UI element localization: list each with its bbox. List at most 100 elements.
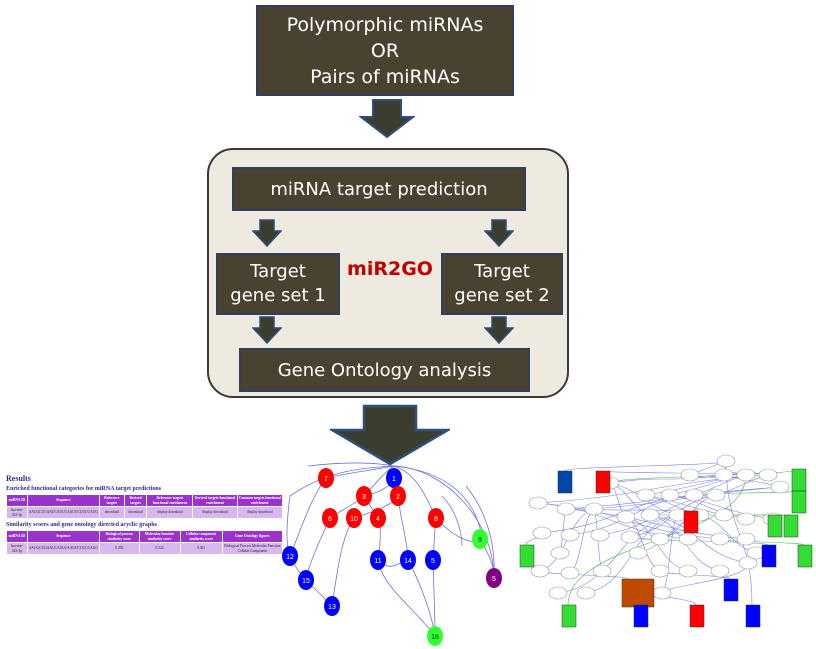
graph-node bbox=[282, 546, 298, 566]
go-term-node bbox=[684, 488, 704, 502]
go-dag-nodes bbox=[519, 454, 813, 628]
go-highlight-node bbox=[767, 514, 783, 538]
enrichment-table: miRNA ID Sequence Reference targets Deri… bbox=[6, 494, 284, 519]
table2-cell: 0.324 bbox=[138, 542, 181, 555]
table1-cell: AAUGCUGAAUCAUUCAAUUCUUUCAUG bbox=[26, 506, 100, 519]
gene-ontology-analysis-box: Gene Ontology analysis bbox=[239, 348, 530, 392]
graph-node bbox=[346, 508, 362, 528]
graph-node bbox=[428, 508, 444, 528]
go-term-node bbox=[530, 564, 550, 578]
right-arrow-to-set2 bbox=[484, 219, 514, 247]
go-highlight-node bbox=[595, 470, 611, 494]
graph-node-label: 7 bbox=[324, 476, 328, 483]
go-term-node bbox=[616, 510, 636, 524]
graph-node-label: 1 bbox=[392, 476, 396, 483]
graph-node bbox=[486, 568, 502, 588]
graph-node bbox=[324, 596, 340, 616]
go-term-node bbox=[620, 530, 640, 544]
graph-node bbox=[400, 550, 416, 570]
table2-cell: 0.350 bbox=[98, 542, 140, 555]
graph-node-label: 11 bbox=[374, 558, 381, 565]
set1-line-1: Target bbox=[250, 261, 306, 282]
table2-header: miRNA ID bbox=[6, 530, 28, 543]
right-arrow-to-go bbox=[484, 316, 514, 344]
go-highlight-node bbox=[557, 470, 573, 494]
table1-header: Derived targets bbox=[123, 494, 148, 507]
graph-node bbox=[472, 529, 488, 549]
go-highlight-node bbox=[797, 544, 813, 568]
go-term-node bbox=[548, 586, 568, 600]
go-term-node bbox=[710, 564, 730, 578]
go-figure-links[interactable]: Biological Process Molecular Function Ce… bbox=[221, 542, 284, 555]
go-highlight-node bbox=[621, 578, 655, 608]
graph-node-label: 15 bbox=[302, 578, 310, 585]
go-highlight-node bbox=[633, 604, 649, 628]
go-term-node bbox=[714, 468, 734, 482]
go-term-node bbox=[758, 468, 778, 482]
go-term-node bbox=[736, 468, 756, 482]
graph-node-label: 4 bbox=[376, 516, 380, 523]
go-term-node bbox=[650, 532, 670, 546]
go-term-node bbox=[592, 564, 612, 578]
table1-header: Derived targets functional enrichment bbox=[192, 494, 238, 507]
input-box: Polymorphic miRNAs OR Pairs of miRNAs bbox=[256, 5, 514, 96]
go-highlight-node bbox=[745, 604, 761, 628]
target-prediction-label: miRNA target prediction bbox=[270, 178, 488, 200]
go-term-node bbox=[532, 526, 552, 540]
go-edge bbox=[557, 514, 679, 594]
display-download-link[interactable]: display download bbox=[192, 506, 238, 519]
table2-header: Gene Ontology figures bbox=[221, 530, 284, 543]
target-prediction-box: miRNA target prediction bbox=[232, 167, 526, 211]
graph-node bbox=[298, 570, 314, 590]
go-edge bbox=[669, 494, 773, 520]
go-highlight-node bbox=[683, 510, 699, 534]
table2-header: Sequence bbox=[26, 530, 100, 543]
graph-node bbox=[370, 508, 386, 528]
go-highlight-node bbox=[791, 490, 807, 514]
go-highlight-node bbox=[783, 514, 799, 538]
go-highlight-node bbox=[761, 544, 777, 568]
go-term-node bbox=[710, 532, 730, 546]
go-term-node bbox=[628, 546, 648, 560]
table-row: hsa-mir-323-3p AAUGCUGAAUCAUUCAAUUCUUUCA… bbox=[6, 506, 284, 519]
go-highlight-node bbox=[723, 578, 739, 602]
go-edge bbox=[563, 460, 727, 472]
table2-header: Cellular component similarity score bbox=[179, 530, 223, 543]
input-line-3: Pairs of miRNAs bbox=[310, 65, 460, 88]
go-term-node bbox=[678, 532, 698, 546]
display-download-link[interactable]: display download bbox=[146, 506, 194, 519]
input-line-2: OR bbox=[370, 39, 400, 62]
graph-node-label: 16 bbox=[431, 634, 439, 641]
target-gene-set-2-box: Target gene set 2 bbox=[441, 253, 563, 315]
go-term-node bbox=[736, 532, 756, 546]
go-edge bbox=[649, 514, 749, 564]
table1-header: Reference targets functional enrichment bbox=[146, 494, 194, 507]
go-term-node bbox=[636, 488, 656, 502]
download-link[interactable]: download bbox=[123, 506, 148, 519]
go-highlight-node bbox=[689, 604, 705, 628]
set2-line-1: Target bbox=[474, 261, 530, 282]
graph-node-label: 5 bbox=[492, 576, 496, 583]
go-edge bbox=[725, 460, 753, 606]
graph-node bbox=[386, 468, 402, 488]
table2-header: Biological process similarity score bbox=[98, 530, 140, 543]
go-edge bbox=[669, 474, 747, 496]
go-term-node bbox=[590, 528, 610, 542]
graph-node bbox=[425, 550, 441, 570]
go-edge bbox=[569, 508, 595, 574]
graph-node-label: 8 bbox=[434, 516, 438, 523]
tool-name-label: miR2GO bbox=[347, 258, 433, 280]
results-page-thumbnail: Results Enriched functional categories f… bbox=[6, 474, 284, 555]
graph-node-label: 10 bbox=[350, 516, 358, 523]
go-term-node bbox=[576, 586, 596, 600]
go-term-node bbox=[660, 488, 680, 502]
display-download-link[interactable]: display download bbox=[236, 506, 284, 519]
table1-header: Reference targets bbox=[98, 494, 125, 507]
graph-node-label: 2 bbox=[396, 494, 400, 501]
graph-node bbox=[427, 626, 443, 646]
go-term-node bbox=[528, 496, 548, 510]
download-link[interactable]: download bbox=[98, 506, 125, 519]
graph-node bbox=[322, 508, 338, 528]
